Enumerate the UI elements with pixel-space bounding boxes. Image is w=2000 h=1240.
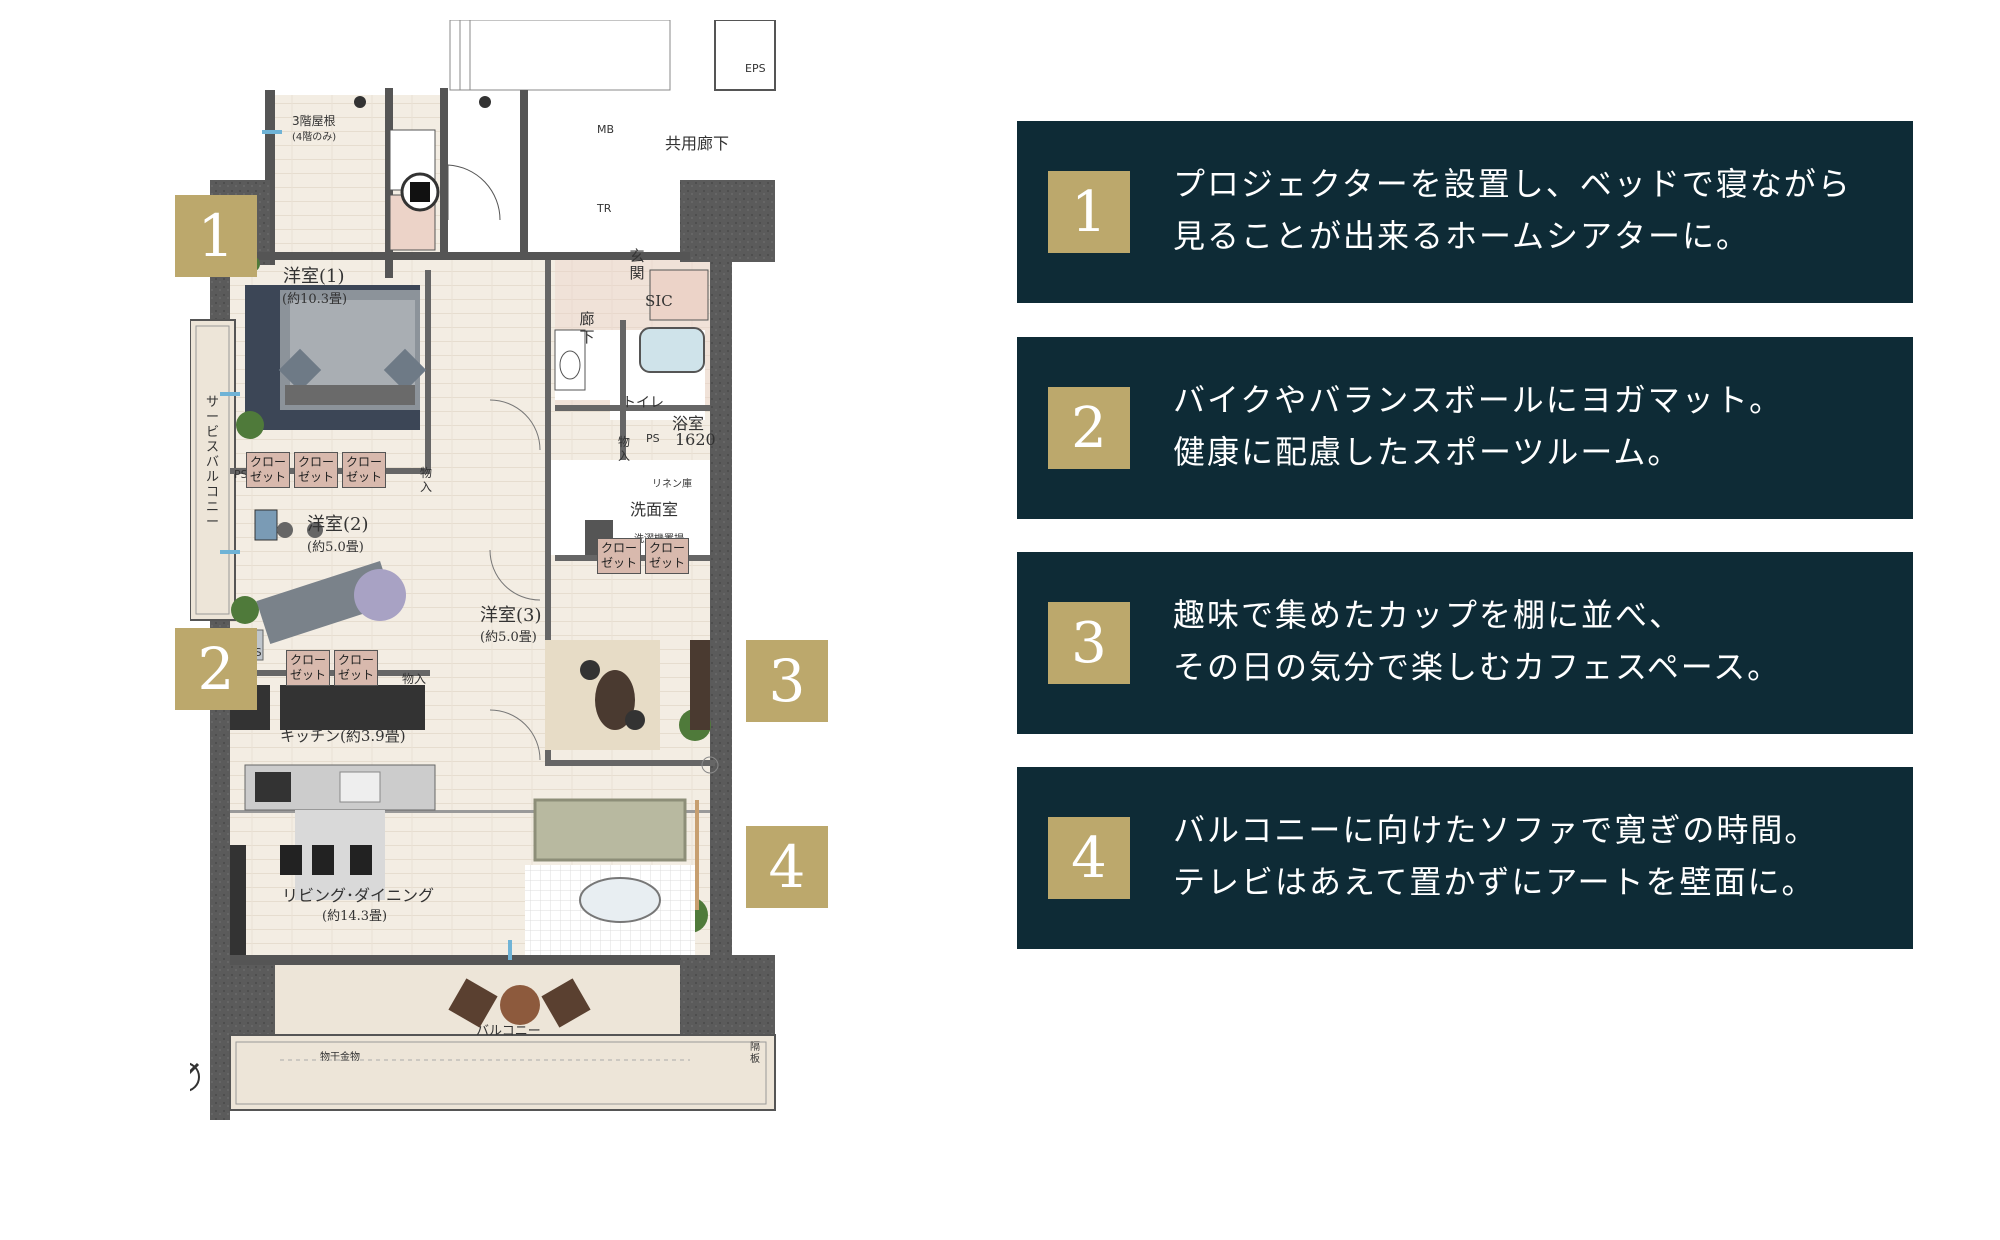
feature-number: 4 [1048, 817, 1130, 899]
feature-card-1: 1 プロジェクターを設置し、ベッドで寝ながら 見ることが出来るホームシアターに。 [1017, 121, 1913, 303]
feature-text-line2: 健康に配慮したスポーツルーム。 [1173, 433, 1682, 471]
label-drying: 物干金物 [320, 1052, 360, 1063]
plan-badge-3: 3 [746, 640, 828, 722]
label-shared-corridor: 共用廊下 [665, 134, 730, 153]
label-room1-size: (約10.3畳) [282, 292, 348, 307]
feature-text-line2: 見ることが出来るホームシアターに。 [1173, 217, 1751, 255]
label-ps-1: PS [646, 432, 660, 445]
label-service-balcony: サービスバルコニー [206, 395, 220, 530]
label-bath: 浴室 [672, 414, 705, 433]
feature-text-line1: バイクやバランスボールにヨガマット。 [1173, 381, 1784, 419]
label-storage-2: 物入 [420, 466, 433, 494]
closet-room2-b: クローゼット [334, 650, 378, 686]
feature-card-4: 4 バルコニーに向けたソファで寛ぎの時間。 テレビはあえて置かずにアートを壁面に… [1017, 767, 1913, 949]
label-living: リビング･ダイニング [282, 886, 435, 905]
label-mb: MB [597, 123, 615, 136]
feature-number: 3 [1048, 602, 1130, 684]
label-room1: 洋室(1) [283, 266, 345, 287]
feature-card-3: 3 趣味で集めたカップを棚に並べ、 その日の気分で楽しむカフェスペース。 [1017, 552, 1913, 734]
label-storage-1: 物入 [618, 435, 631, 463]
feature-text-line1: プロジェクターを設置し、ベッドで寝ながら [1173, 165, 1852, 203]
feature-text-line1: 趣味で集めたカップを棚に並べ、 [1173, 596, 1684, 634]
label-linen: リネン庫 [652, 479, 692, 490]
closet-room1-a: クローゼット [246, 452, 290, 488]
label-room3: 洋室(3) [480, 605, 542, 626]
label-hallway: 廊下 [579, 310, 595, 346]
label-eps: EPS [745, 62, 766, 75]
closet-room3-a: クローゼット [597, 538, 641, 574]
label-ps-2: PS [234, 468, 248, 481]
label-entrance: 玄関 [629, 247, 645, 282]
label-tr: TR [597, 202, 612, 215]
feature-text-line1: バルコニーに向けたソファで寛ぎの時間。 [1173, 811, 1819, 849]
label-partition: 隔板 [750, 1042, 760, 1065]
label-room2: 洋室(2) [307, 514, 369, 535]
feature-number: 1 [1048, 171, 1130, 253]
plan-badge-2: 2 [175, 628, 257, 710]
label-living-size: (約14.3畳) [322, 909, 388, 924]
label-room2-size: (約5.0畳) [307, 540, 364, 555]
floor-plan: EPS 3階屋根 (4階のみ) MB TR 共用廊下 玄関 SIC 廊下 トイレ… [190, 20, 780, 1130]
feature-text-line2: その日の気分で楽しむカフェスペース。 [1173, 648, 1782, 686]
floor-plan-drawing [190, 20, 776, 1120]
label-room3-size: (約5.0畳) [480, 630, 537, 645]
feature-card-2: 2 バイクやバランスボールにヨガマット。 健康に配慮したスポーツルーム。 [1017, 337, 1913, 519]
closet-room1-b: クローゼット [294, 452, 338, 488]
closet-room3-b: クローゼット [645, 538, 689, 574]
label-toilet: トイレ [622, 395, 664, 411]
label-washroom: 洗面室 [630, 500, 679, 519]
plan-badge-4: 4 [746, 826, 828, 908]
plan-badge-1: 1 [175, 195, 257, 277]
closet-room1-c: クローゼット [342, 452, 386, 488]
label-storage-3: 物入 [402, 672, 427, 686]
label-roof: 3階屋根 [292, 114, 336, 128]
label-kitchen: キッチン(約3.9畳) [280, 727, 406, 745]
label-roof-note: (4階のみ) [292, 132, 337, 143]
closet-room2-a: クローゼット [286, 650, 330, 686]
label-balcony: バルコニー [476, 1024, 541, 1039]
feature-number: 2 [1048, 387, 1130, 469]
label-bath-size: 1620 [675, 430, 716, 449]
feature-text-line2: テレビはあえて置かずにアートを壁面に。 [1173, 863, 1816, 901]
label-sic: SIC [645, 292, 673, 310]
